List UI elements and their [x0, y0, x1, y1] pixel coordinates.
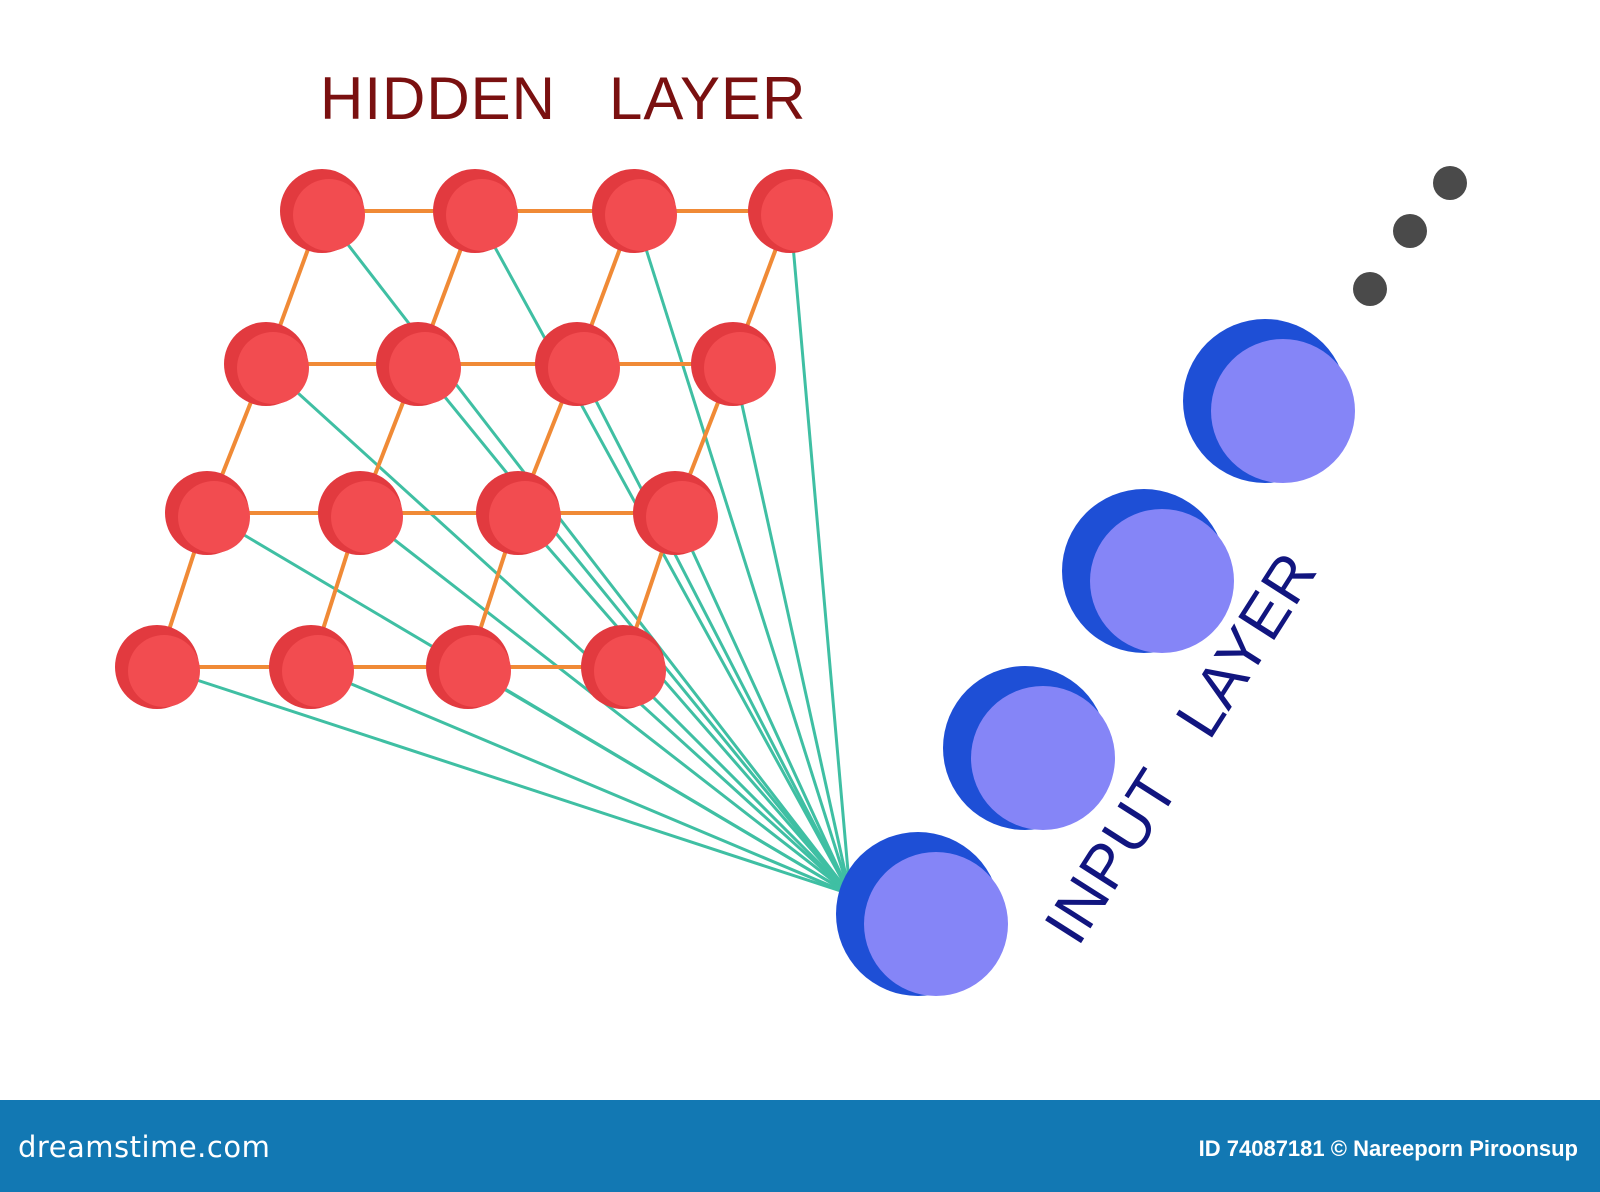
input-node-1 [943, 666, 1115, 830]
hidden-node-3-3 [581, 625, 666, 709]
connection-line-3-2 [467, 665, 851, 896]
continuation-ellipsis [1353, 166, 1467, 306]
connection-line-1-2 [575, 363, 852, 895]
hidden-node-1-0 [224, 322, 309, 406]
image-credit: ID 74087181 © Nareeporn Piroonsup [1198, 1136, 1578, 1161]
hidden-layer-label: HIDDEN LAYER [320, 65, 806, 132]
hidden-node-3-1 [269, 625, 354, 709]
brand-watermark: dreamstime.com [18, 1130, 271, 1164]
hidden-node-2-0 [165, 471, 250, 555]
connection-line-3-1 [310, 665, 851, 896]
ellipsis-dot-0 [1353, 272, 1387, 306]
hidden-node-0-3 [748, 169, 833, 253]
hidden-node-1-3 [691, 322, 776, 406]
connection-line-1-0 [264, 362, 852, 896]
connection-line-3-0 [156, 665, 851, 896]
connection-line-0-3 [788, 210, 852, 895]
hidden-layer-nodes [115, 169, 833, 709]
connection-line-2-3 [673, 512, 852, 895]
hidden-node-0-2 [592, 169, 677, 253]
ellipsis-dot-2 [1433, 166, 1467, 200]
hidden-node-1-2 [535, 322, 620, 406]
hidden-node-3-2 [426, 625, 511, 709]
hidden-node-0-0 [280, 169, 365, 253]
hidden-node-2-3 [633, 471, 718, 555]
connection-line-2-2 [516, 512, 852, 895]
input-layer-nodes [836, 319, 1355, 996]
footer-bar: dreamstime.com ID 74087181 © Nareeporn P… [0, 1100, 1600, 1192]
hidden-node-1-1 [376, 322, 461, 406]
connection-line-0-0 [320, 210, 852, 895]
hidden-node-3-0 [115, 625, 200, 709]
ellipsis-dot-1 [1393, 214, 1427, 248]
connection-line-0-2 [632, 210, 852, 895]
neural-network-diagram: HIDDEN LAYER INPUT LAYER [115, 65, 1467, 996]
hidden-layer-edges [155, 209, 792, 669]
hidden-node-2-2 [476, 471, 561, 555]
hidden-node-2-1 [318, 471, 403, 555]
connection-line-1-3 [731, 363, 852, 895]
connection-line-3-3 [621, 665, 852, 896]
input-node-2 [1062, 489, 1234, 653]
input-node-0 [836, 832, 1008, 996]
input-node-3 [1183, 319, 1355, 483]
hidden-node-0-1 [433, 169, 518, 253]
